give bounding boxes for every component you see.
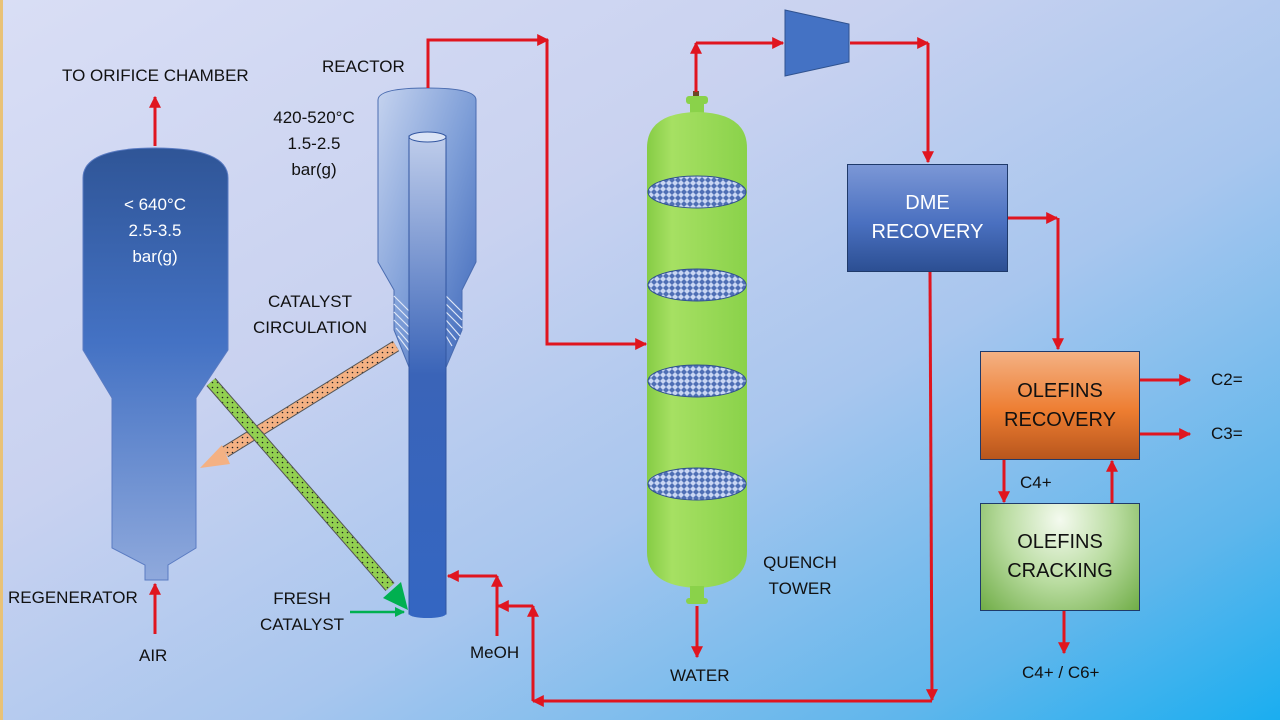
regenerator-pressure: 2.5-3.5 <box>128 221 182 240</box>
c2-product-label: C2= <box>1211 370 1243 389</box>
c4-stream-label: C4+ <box>1020 473 1052 492</box>
fresh-catalyst-line-2: CATALYST <box>260 615 345 634</box>
reactor-vessel[interactable] <box>377 87 477 618</box>
quench-tower-label-1: QUENCH <box>763 553 837 572</box>
reactor-label: REACTOR <box>322 57 405 76</box>
olefins-cracking-unit[interactable]: OLEFINS CRACKING <box>980 503 1140 611</box>
quench-tower[interactable] <box>647 91 747 604</box>
regenerator-conditions: < 640°C 2.5-3.5 bar(g) <box>105 192 205 270</box>
regenerator-pressure-unit: bar(g) <box>132 247 178 266</box>
regenerator-vessel[interactable] <box>82 147 229 581</box>
regenerator-temperature: < 640°C <box>123 195 187 214</box>
process-streams <box>149 34 1192 707</box>
spent-catalyst-arrowhead <box>383 582 408 610</box>
fresh-catalyst-label: FRESH CATALYST <box>260 586 344 638</box>
quench-tower-label: QUENCH TOWER <box>760 550 840 602</box>
catalyst-circulation-label: CATALYST CIRCULATION <box>252 289 368 341</box>
olefins-cracking-label-2: CRACKING <box>1007 560 1113 582</box>
quench-tower-label-2: TOWER <box>768 579 832 598</box>
reactor-to-quench-line <box>545 40 648 350</box>
dme-recovery-label-1: DME <box>905 192 950 214</box>
dme-recovery-unit[interactable]: DME RECOVERY <box>847 164 1008 272</box>
regenerator-label: REGENERATOR <box>8 588 138 607</box>
slide-edge <box>0 0 3 720</box>
olefins-recovery-label-2: RECOVERY <box>1004 408 1116 431</box>
catalyst-return-arrowhead <box>200 445 230 468</box>
olefins-cracking-label-1: OLEFINS <box>1017 531 1103 553</box>
reactor-outlet-line <box>426 34 550 88</box>
meoh-label: MeOH <box>470 643 520 662</box>
catalyst-circulation-line-2: CIRCULATION <box>253 318 367 337</box>
reactor-pressure-unit: bar(g) <box>291 160 337 179</box>
air-label: AIR <box>139 646 168 665</box>
fresh-catalyst-line-1: FRESH <box>273 589 331 608</box>
reactor-temperature: 420-520°C <box>273 108 355 127</box>
to-orifice-chamber-label: TO ORIFICE CHAMBER <box>62 66 249 85</box>
reactor-conditions: 420-520°C 1.5-2.5 bar(g) <box>262 105 366 183</box>
reactor-cyclone-lines <box>393 295 463 353</box>
water-label: WATER <box>670 666 730 685</box>
quench-tower-packing <box>647 175 747 501</box>
olefins-recovery-unit[interactable]: OLEFINS RECOVERY <box>980 351 1140 460</box>
reactor-pressure: 1.5-2.5 <box>287 134 341 153</box>
riser-top-opening <box>408 131 447 143</box>
dme-recovery-label-2: RECOVERY <box>871 221 984 243</box>
c3-product-label: C3= <box>1211 424 1243 443</box>
olefins-recovery-label-1: OLEFINS <box>1017 379 1103 402</box>
dme-recycle-line <box>925 271 938 702</box>
catalyst-circulation-line-1: CATALYST <box>267 292 353 311</box>
spent-catalyst-pipe[interactable] <box>206 378 408 610</box>
c4-c6-product-label: C4+ / C6+ <box>1022 663 1100 682</box>
riser-pipe <box>408 135 447 615</box>
compressor[interactable] <box>784 9 850 77</box>
